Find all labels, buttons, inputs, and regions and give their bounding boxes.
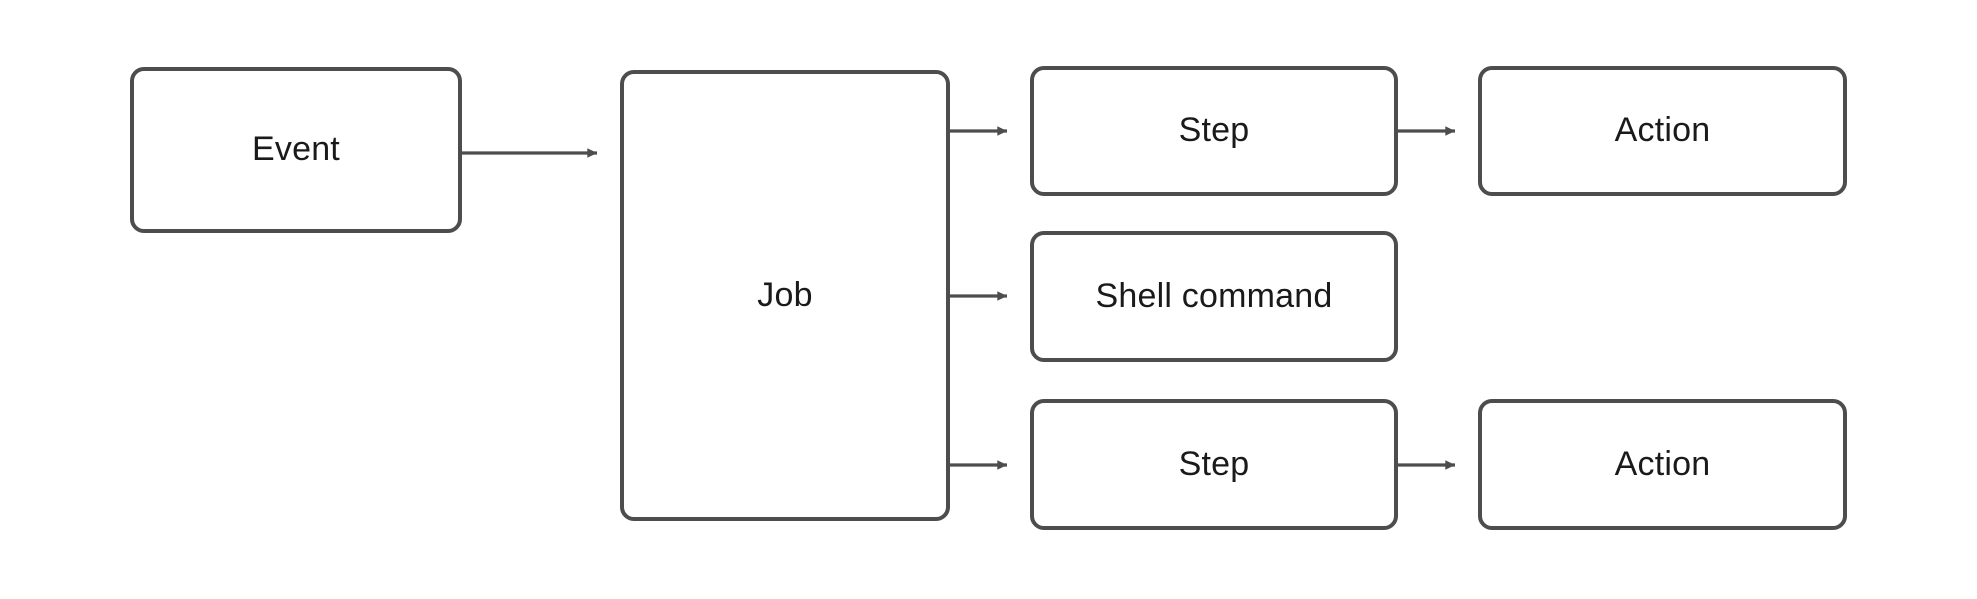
node-action-top-label: Action [1614, 111, 1711, 150]
node-shell-command[interactable]: Shell command [1030, 231, 1398, 362]
node-action-bottom-label: Action [1614, 444, 1711, 483]
node-step-top[interactable]: Step [1030, 66, 1398, 196]
node-job[interactable]: Job [620, 70, 950, 521]
node-event[interactable]: Event [130, 67, 462, 233]
node-job-label: Job [757, 275, 813, 314]
node-shell-command-label: Shell command [1095, 276, 1333, 315]
node-action-top[interactable]: Action [1478, 66, 1847, 196]
node-step-bottom-label: Step [1178, 444, 1250, 483]
node-step-bottom[interactable]: Step [1030, 399, 1398, 530]
node-event-label: Event [252, 130, 340, 169]
node-action-bottom[interactable]: Action [1478, 399, 1847, 530]
node-step-top-label: Step [1178, 111, 1250, 150]
